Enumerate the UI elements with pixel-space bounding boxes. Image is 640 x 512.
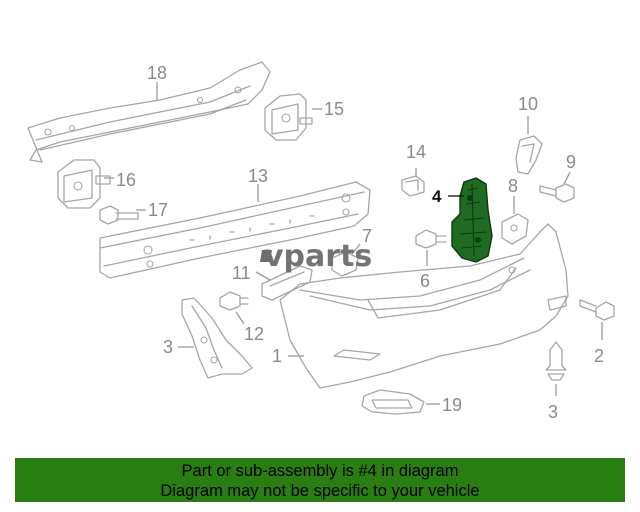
- part-8-clip: [331, 251, 359, 277]
- callout-12: 12: [244, 324, 264, 344]
- banner-line-1: Part or sub-assembly is #4 in diagram: [181, 462, 459, 480]
- part-19-reflector: [361, 389, 425, 415]
- callout-15: 15: [324, 99, 344, 119]
- part-5-side-retainer: [181, 297, 253, 379]
- part-9-bolt: [539, 183, 575, 203]
- callout-5: 3: [163, 337, 173, 357]
- part-7-bracket: [501, 213, 529, 245]
- part-3-push-clip: [545, 341, 567, 381]
- part-1-bumper-cover: [279, 223, 569, 389]
- callout-4-highlighted: 4: [432, 187, 442, 206]
- callout-9: 9: [566, 152, 576, 172]
- banner-line-2: Diagram may not be specific to your vehi…: [160, 482, 480, 500]
- part-18-upper-beam: [27, 61, 271, 163]
- callout-11: 11: [232, 263, 251, 283]
- info-banner: Part or sub-assembly is #4 in diagram Di…: [15, 458, 625, 502]
- callout-18: 18: [147, 63, 167, 83]
- part-4-bumper-retainer-highlighted: [451, 177, 493, 263]
- part-17-bolt: [99, 205, 139, 225]
- callout-6: 6: [420, 271, 430, 291]
- vparts-watermark-logo: vparts: [260, 239, 372, 274]
- callout-7: 8: [508, 176, 518, 196]
- callout-17: 17: [148, 200, 168, 220]
- callout-8: 7: [362, 226, 372, 246]
- callout-13: 13: [248, 166, 268, 186]
- part-10-side-bracket: [515, 135, 543, 175]
- callout-3: 3: [548, 402, 558, 422]
- part-6-screw: [415, 229, 447, 249]
- callout-14: 14: [406, 142, 426, 162]
- part-14-clip: [401, 175, 425, 197]
- callout-19: 19: [442, 395, 462, 415]
- callout-2: 2: [594, 346, 604, 366]
- part-13-reinforcement-bar: [99, 181, 371, 279]
- part-15-bracket: [264, 93, 313, 141]
- parts-diagram: 18 15 16 17 13 14: [27, 61, 615, 422]
- part-2-bolt: [579, 299, 615, 321]
- part-12-bolt: [219, 291, 249, 311]
- watermark-text: vparts: [264, 239, 372, 274]
- callout-16: 16: [116, 170, 136, 190]
- part-16-bracket: [57, 159, 111, 209]
- callout-1: 1: [272, 346, 282, 366]
- callout-10: 10: [518, 94, 538, 114]
